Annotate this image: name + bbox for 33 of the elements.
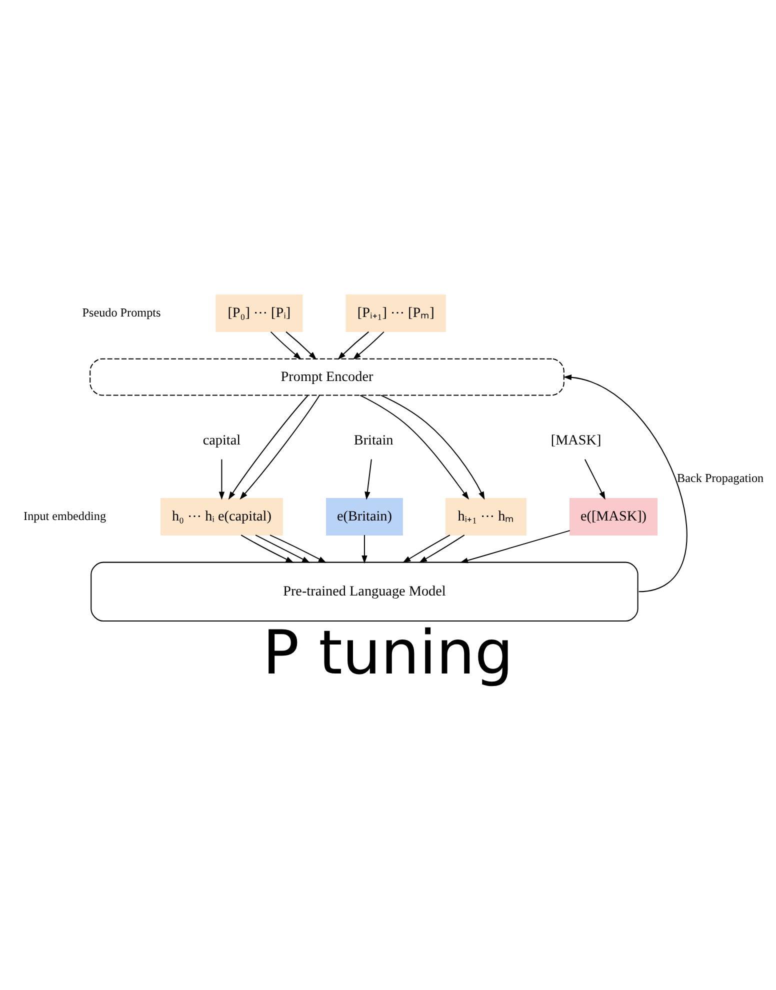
- node-text: [MASK]: [550, 432, 602, 448]
- node-box: h₀ ⋯ hᵢ e(capital): [160, 498, 283, 535]
- arrow: [402, 534, 450, 562]
- arrow: [218, 458, 225, 500]
- node-box: Prompt Encoder: [90, 358, 564, 396]
- node-box: e(Britain): [326, 498, 403, 535]
- label: Input embedding: [24, 508, 106, 522]
- arrow: [240, 534, 294, 562]
- node-text: capital: [202, 432, 241, 448]
- node-box: [P₀] ⋯ [Pᵢ]: [216, 294, 303, 332]
- arrow: [460, 530, 570, 563]
- edge-label: Back Propagation: [677, 470, 764, 484]
- arrow: [240, 394, 320, 500]
- arrow: [418, 534, 465, 562]
- arrow: [228, 394, 308, 500]
- node-box: e([MASK]): [569, 498, 658, 535]
- arrow: [380, 394, 485, 500]
- arrow: [338, 330, 369, 360]
- node-box: [Pᵢ₊₁] ⋯ [Pₘ]: [346, 294, 446, 332]
- arrow: [364, 458, 372, 500]
- arrow: [563, 374, 688, 592]
- arrow: [352, 330, 384, 360]
- arrow: [270, 330, 302, 360]
- arrow: [255, 534, 310, 562]
- node-text: Britain: [354, 432, 394, 448]
- node-box: hᵢ₊₁ ⋯ hₘ: [445, 498, 526, 535]
- label: Pseudo Prompts: [82, 304, 161, 319]
- arrow: [362, 534, 368, 564]
- arrow: [286, 330, 317, 360]
- arrow: [360, 394, 470, 500]
- node-box: Pre-trained Language Model: [90, 561, 638, 622]
- arrow: [270, 534, 327, 562]
- arrow: [584, 458, 606, 500]
